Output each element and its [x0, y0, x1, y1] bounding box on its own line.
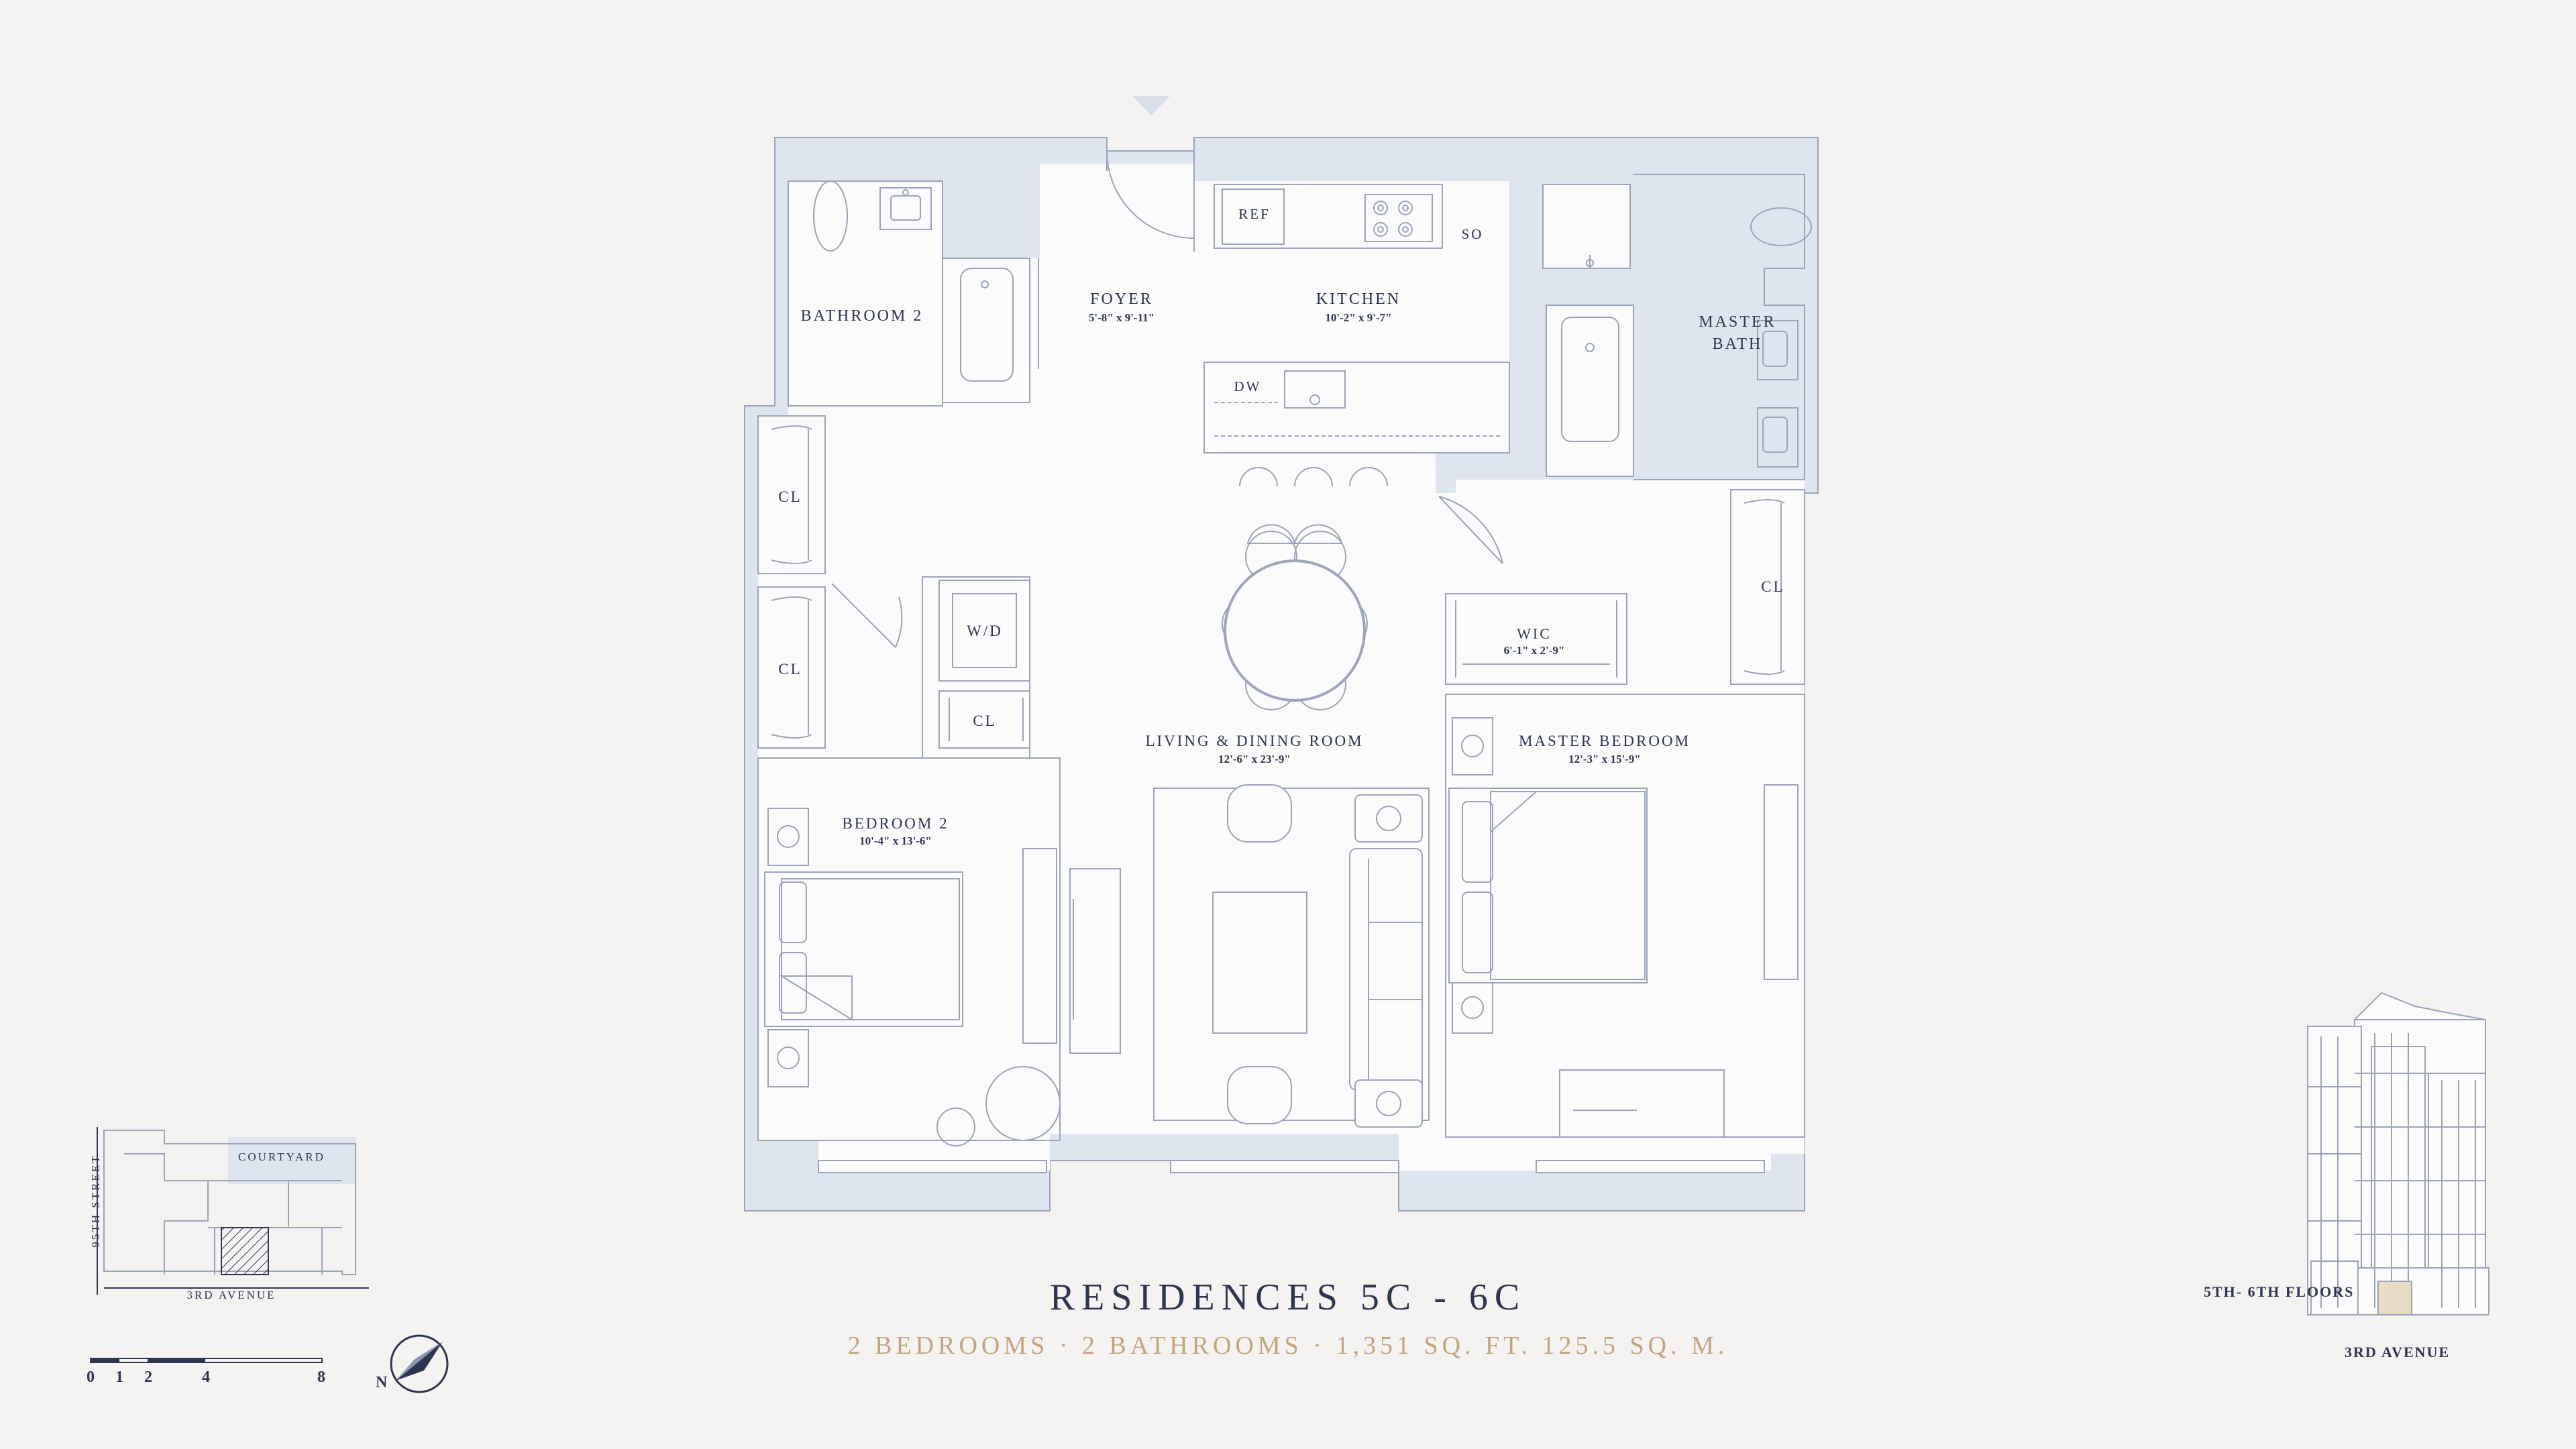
media-console	[1069, 868, 1121, 1054]
scale-tick: 2	[144, 1368, 153, 1386]
bedroom-2-room	[757, 757, 1061, 1141]
sofa	[1349, 848, 1423, 1091]
bathroom-2-bathtub	[942, 258, 1030, 403]
keyplan-avenue-label: 3RD AVENUE	[186, 1289, 276, 1301]
scale-tick: 1	[115, 1368, 124, 1386]
master-bath-shower	[1542, 184, 1631, 269]
master-dresser	[1764, 784, 1799, 980]
closet-left-2	[757, 586, 826, 749]
refrigerator-label: REF	[1238, 206, 1271, 222]
closet-left-1-label: CL	[778, 488, 802, 505]
scale-bar	[90, 1358, 323, 1363]
kitchen-island	[1203, 362, 1510, 453]
side-table	[1354, 794, 1423, 843]
master-bench	[1559, 1069, 1725, 1138]
keyplan-street-label: 95TH STREET	[89, 1154, 102, 1247]
master-bath-door[interactable]	[1438, 496, 1503, 564]
side-table	[1354, 1079, 1423, 1128]
wic-label: WIC	[1517, 625, 1552, 642]
master-bath-sink-1	[1757, 320, 1799, 380]
closet-right	[1730, 489, 1805, 685]
bathroom-2-toilet	[813, 180, 848, 252]
living-room-label: LIVING & DINING ROOM	[1145, 733, 1363, 749]
nightstand	[767, 1029, 809, 1087]
building-floors-label: 5TH- 6TH FLOORS	[2204, 1283, 2355, 1300]
compass-north-label: N	[376, 1374, 388, 1391]
dishwasher-label: DW	[1234, 378, 1262, 394]
stove-oven-label: SO	[1462, 226, 1484, 242]
master-bed	[1448, 788, 1648, 983]
kitchen-sink	[1284, 370, 1346, 409]
building-avenue-label: 3RD AVENUE	[2345, 1344, 2451, 1360]
nightstand	[1452, 717, 1493, 775]
cooktop	[1364, 194, 1433, 242]
linen-closet-label: CL	[973, 712, 996, 729]
living-room-dimensions: 12'-6" x 23'-9"	[1218, 753, 1291, 765]
side-stool	[936, 1108, 975, 1146]
nightstand	[1452, 982, 1493, 1034]
master-bath-toilet	[1750, 207, 1812, 246]
wic-dimensions: 6'-1" x 2'-9"	[1504, 644, 1565, 657]
bedroom-2-label: BEDROOM 2	[842, 815, 949, 832]
foyer-dimensions: 5'-8" x 9'-11"	[1089, 311, 1155, 324]
kitchen-label: KITCHEN	[1316, 290, 1401, 308]
master-bath-label-line2: BATH	[1713, 335, 1763, 353]
bedroom-2-bed	[764, 871, 963, 1027]
armchair	[1227, 1066, 1292, 1124]
living-rug	[1153, 788, 1430, 1121]
foyer-label: FOYER	[1090, 290, 1153, 308]
scale-tick: 4	[202, 1368, 211, 1386]
walk-in-closet	[1445, 593, 1627, 685]
compass-icon	[390, 1334, 449, 1393]
scale-tick: 8	[317, 1368, 326, 1386]
nightstand	[767, 808, 809, 866]
armchair	[1227, 784, 1292, 843]
entry-door[interactable]	[1106, 150, 1195, 239]
linen-closet	[938, 690, 1030, 749]
bathroom-2-label: BATHROOM 2	[801, 307, 924, 325]
master-bath-label-line1: MASTER	[1699, 313, 1776, 331]
bar-stools	[1239, 467, 1388, 487]
windows	[818, 1160, 1765, 1173]
building-elevation-image	[2307, 991, 2489, 1316]
closet-left-2-label: CL	[778, 661, 802, 678]
washer-dryer-label: W/D	[967, 623, 1003, 639]
dresser	[1022, 848, 1057, 1044]
master-bedroom-dimensions: 12'-3" x 15'-9"	[1568, 753, 1641, 765]
master-bedroom-label: MASTER BEDROOM	[1519, 733, 1690, 749]
master-bath-sink-2	[1757, 407, 1799, 468]
master-bath-bathtub	[1546, 305, 1634, 477]
residence-title: RESIDENCES 5C - 6C	[1049, 1277, 1527, 1318]
desk-chair	[985, 1066, 1061, 1141]
bedroom-2-dimensions: 10'-4" x 13'-6"	[859, 835, 932, 847]
scale-tick: 0	[87, 1368, 95, 1386]
entry-arrow-icon	[1132, 96, 1170, 115]
closet-right-label: CL	[1761, 578, 1784, 595]
keyplan-courtyard-label: COURTYARD	[238, 1150, 325, 1163]
bedroom-2-door[interactable]	[831, 583, 903, 648]
coffee-table	[1212, 892, 1307, 1034]
kitchen-dimensions: 10'-2" x 9'-7"	[1325, 311, 1391, 324]
bathroom-2-sink	[879, 187, 932, 230]
bathroom-2-room	[788, 180, 943, 407]
residence-subtitle: 2 BEDROOMS · 2 BATHROOMS · 1,351 SQ. FT.…	[847, 1332, 1729, 1360]
key-plan	[97, 1127, 369, 1295]
closet-left-1	[757, 415, 826, 574]
